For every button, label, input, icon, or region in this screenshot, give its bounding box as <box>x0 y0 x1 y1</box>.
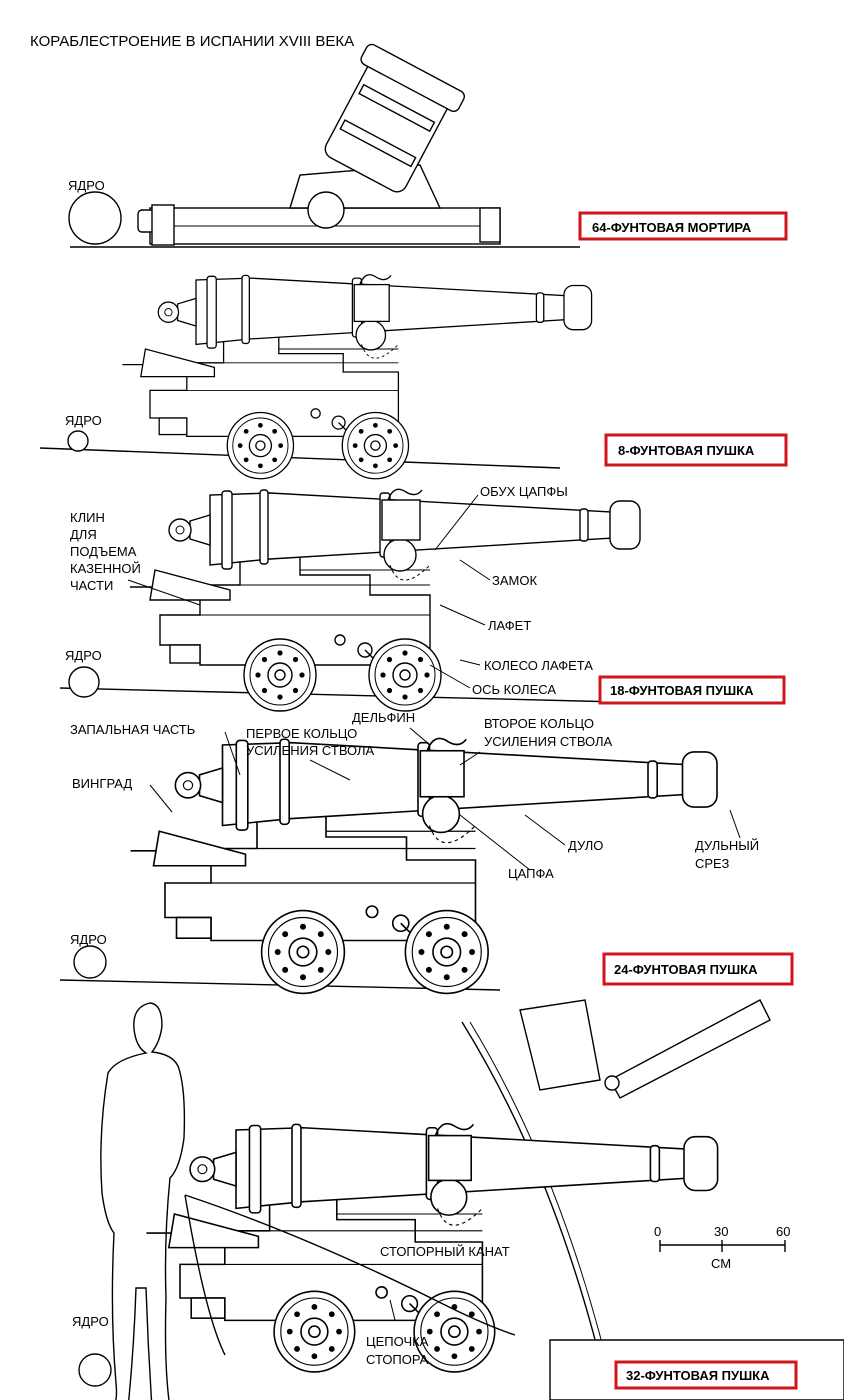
caption-gun-32-text: 32-ФУНТОВАЯ ПУШКА <box>626 1368 770 1383</box>
caption-gun-8: 8-ФУНТОВАЯ ПУШКА <box>604 433 788 467</box>
caption-mortar-text: 64-ФУНТОВАЯ МОРТИРА <box>592 220 752 235</box>
label-carriage: ЛАФЕТ <box>488 618 531 633</box>
label-wedge-4: КАЗЕННОЙ <box>70 561 141 576</box>
caption-mortar: 64-ФУНТОВАЯ МОРТИРА <box>578 211 788 241</box>
caption-gun-18-text: 18-ФУНТОВАЯ ПУШКА <box>610 683 754 698</box>
label-cascabel: ВИНГРАД <box>72 776 132 791</box>
gun-24-ball-label: ЯДРО <box>70 932 107 947</box>
label-dolphin: ДЕЛЬФИН <box>352 710 415 725</box>
gun-32-labels: СТОПОРНЫЙ КАНАТ ЦЕПОЧКА СТОПОРА <box>366 1244 510 1367</box>
gun-8-ball <box>67 430 89 452</box>
label-muzzle-face-2: СРЕЗ <box>695 856 729 871</box>
label-second-ring-1: ВТОРОЕ КОЛЬЦО <box>484 716 594 731</box>
gun-32-ball-label: ЯДРО <box>72 1314 109 1329</box>
page-title: КОРАБЛЕСТРОЕНИЕ В ИСПАНИИ XVIII ВЕКА <box>30 33 354 50</box>
scale-tick-0: 0 <box>654 1224 661 1239</box>
label-second-ring-2: УСИЛЕНИЯ СТВОЛА <box>484 734 613 749</box>
caption-gun-24: 24-ФУНТОВАЯ ПУШКА <box>602 952 794 986</box>
gun-18-ball <box>68 666 100 698</box>
mortar-ball <box>68 191 122 245</box>
gun-32-drawing <box>78 999 844 1400</box>
gun-24-labels: ЗАПАЛЬНАЯ ЧАСТЬ ПЕРВОЕ КОЛЬЦО УСИЛЕНИЯ С… <box>70 710 759 881</box>
label-chain-1: ЦЕПОЧКА <box>366 1334 429 1349</box>
label-muzzle-bore: ДУЛО <box>568 838 603 853</box>
gun-8-ball-label: ЯДРО <box>65 413 102 428</box>
label-axle: ОСЬ КОЛЕСА <box>472 682 556 697</box>
label-wedge-3: ПОДЪЕМА <box>70 544 137 559</box>
scale-tick-30: 30 <box>714 1224 728 1239</box>
gun-24-ball <box>73 945 107 979</box>
label-lock: ЗАМОК <box>492 573 537 588</box>
gun-18-drawing <box>59 489 640 711</box>
label-first-ring-2: УСИЛЕНИЯ СТВОЛА <box>246 743 375 758</box>
mortar-ball-label: ЯДРО <box>68 178 105 193</box>
gun-24-drawing <box>59 727 741 993</box>
human-silhouette <box>100 1002 186 1400</box>
gun-32-ball <box>78 1353 112 1387</box>
caption-gun-24-text: 24-ФУНТОВАЯ ПУШКА <box>614 962 758 977</box>
label-trunnion-cap: ОБУХ ЦАПФЫ <box>480 484 568 499</box>
label-breeching: СТОПОРНЫЙ КАНАТ <box>380 1244 510 1259</box>
scale-tick-60: 60 <box>776 1224 790 1239</box>
label-muzzle-face-1: ДУЛЬНЫЙ <box>695 838 759 853</box>
label-vent-field: ЗАПАЛЬНАЯ ЧАСТЬ <box>70 722 195 737</box>
label-trunnion: ЦАПФА <box>508 866 554 881</box>
mortar-drawing <box>68 43 580 248</box>
label-wheel: КОЛЕСО ЛАФЕТА <box>484 658 593 673</box>
caption-gun-8-text: 8-ФУНТОВАЯ ПУШКА <box>618 443 755 458</box>
gun-18-labels: КЛИН ДЛЯ ПОДЪЕМА КАЗЕННОЙ ЧАСТИ ОБУХ ЦАП… <box>70 484 593 697</box>
gun-8-drawing <box>39 275 592 479</box>
label-wedge-1: КЛИН <box>70 510 105 525</box>
gun-18-ball-label: ЯДРО <box>65 648 102 663</box>
scale-unit: СМ <box>711 1256 731 1271</box>
caption-gun-32: 32-ФУНТОВАЯ ПУШКА <box>614 1360 798 1390</box>
label-wedge-5: ЧАСТИ <box>70 578 113 593</box>
label-wedge-2: ДЛЯ <box>70 527 97 542</box>
label-chain-2: СТОПОРА <box>366 1352 429 1367</box>
caption-gun-18: 18-ФУНТОВАЯ ПУШКА <box>598 675 786 705</box>
label-first-ring-1: ПЕРВОЕ КОЛЬЦО <box>246 726 357 741</box>
